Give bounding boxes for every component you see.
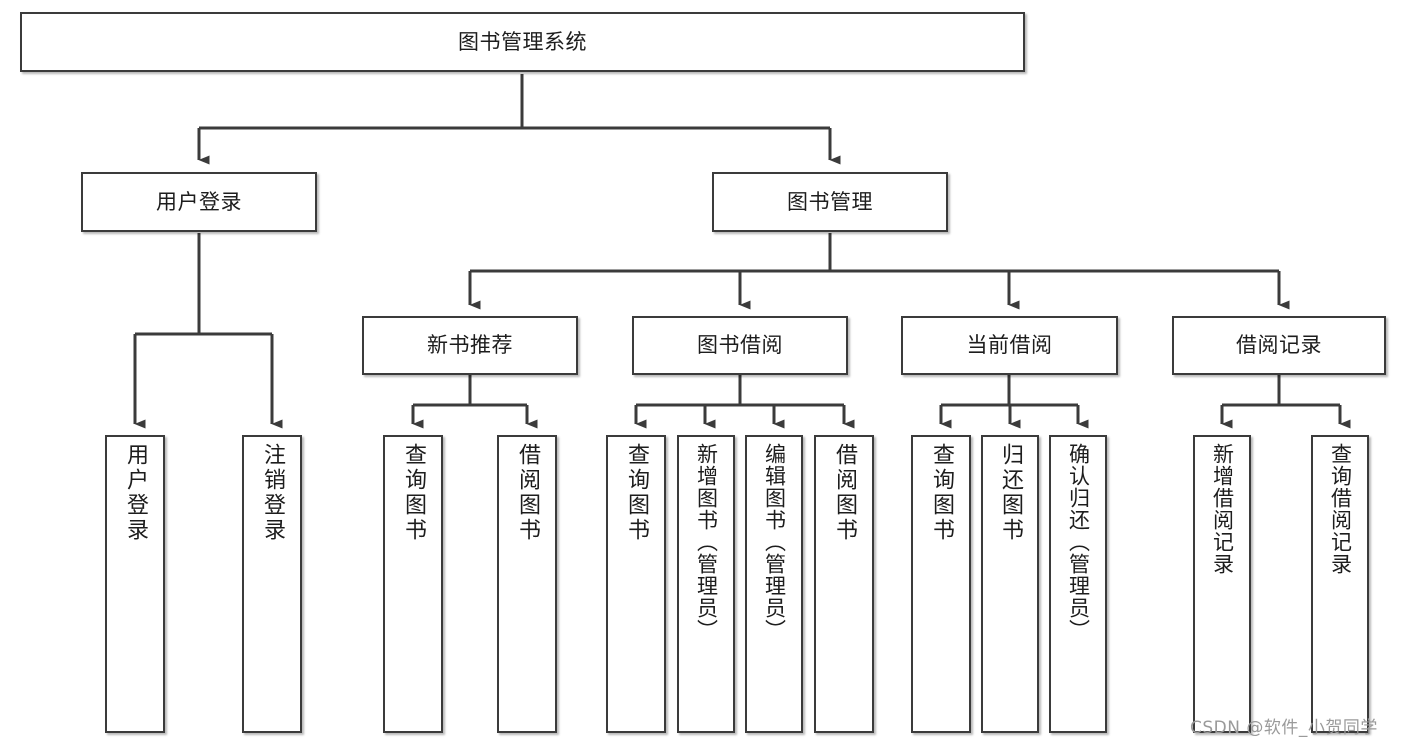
- node-leaf-query-record-label: 查询借阅记录: [1328, 443, 1353, 575]
- node-leaf-edit-book-label: 编辑图书（管理员）: [762, 443, 787, 641]
- node-leaf-return-book[interactable]: 归还图书: [981, 435, 1039, 733]
- node-leaf-query-book-1[interactable]: 查询图书: [383, 435, 443, 733]
- node-leaf-query-book-2[interactable]: 查询图书: [606, 435, 666, 733]
- node-leaf-query-record[interactable]: 查询借阅记录: [1311, 435, 1369, 733]
- node-current-borrow-label: 当前借阅: [966, 333, 1053, 358]
- node-root-label: 图书管理系统: [458, 29, 587, 54]
- node-leaf-borrow-book-1-label: 借阅图书: [515, 443, 540, 543]
- node-leaf-user-logout-label: 注销登录: [260, 443, 285, 543]
- node-leaf-add-record[interactable]: 新增借阅记录: [1193, 435, 1251, 733]
- node-borrow-record-label: 借阅记录: [1236, 333, 1322, 358]
- node-book-borrow-label: 图书借阅: [697, 333, 783, 358]
- node-borrow-record[interactable]: 借阅记录: [1172, 316, 1386, 375]
- node-leaf-borrow-book-2-label: 借阅图书: [832, 443, 857, 543]
- node-leaf-query-book-3[interactable]: 查询图书: [911, 435, 971, 733]
- node-leaf-user-login-label: 用户登录: [123, 443, 148, 543]
- node-root[interactable]: 图书管理系统: [20, 12, 1025, 72]
- node-new-book-recommend[interactable]: 新书推荐: [362, 316, 578, 375]
- node-leaf-user-login[interactable]: 用户登录: [105, 435, 165, 733]
- node-new-book-recommend-label: 新书推荐: [427, 333, 513, 358]
- node-leaf-query-book-1-label: 查询图书: [401, 443, 426, 543]
- node-book-management[interactable]: 图书管理: [712, 172, 948, 232]
- node-leaf-add-book[interactable]: 新增图书（管理员）: [677, 435, 735, 733]
- node-user-login-label: 用户登录: [156, 189, 242, 214]
- node-current-borrow[interactable]: 当前借阅: [901, 316, 1118, 375]
- node-leaf-borrow-book-1[interactable]: 借阅图书: [497, 435, 557, 733]
- node-leaf-confirm-return-label: 确认归还（管理员）: [1066, 443, 1091, 641]
- node-leaf-query-book-2-label: 查询图书: [624, 443, 649, 543]
- node-leaf-query-book-3-label: 查询图书: [929, 443, 954, 543]
- node-leaf-borrow-book-2[interactable]: 借阅图书: [814, 435, 874, 733]
- node-user-login[interactable]: 用户登录: [81, 172, 317, 232]
- node-leaf-return-book-label: 归还图书: [998, 443, 1023, 543]
- node-leaf-add-book-label: 新增图书（管理员）: [694, 443, 719, 641]
- node-leaf-confirm-return[interactable]: 确认归还（管理员）: [1049, 435, 1107, 733]
- node-leaf-user-logout[interactable]: 注销登录: [242, 435, 302, 733]
- node-book-management-label: 图书管理: [787, 189, 873, 214]
- node-book-borrow[interactable]: 图书借阅: [632, 316, 848, 375]
- node-leaf-add-record-label: 新增借阅记录: [1210, 443, 1235, 575]
- node-leaf-edit-book[interactable]: 编辑图书（管理员）: [745, 435, 803, 733]
